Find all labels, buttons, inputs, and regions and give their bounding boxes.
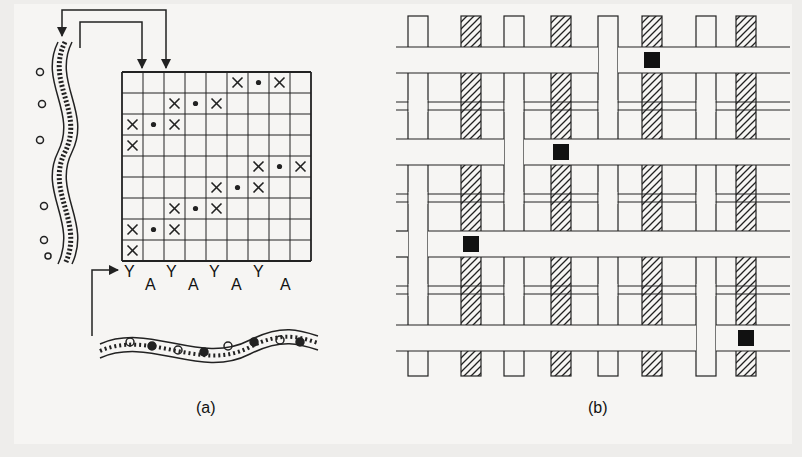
cross-mark xyxy=(170,225,180,235)
grid-line xyxy=(122,71,311,73)
black-square xyxy=(553,144,569,160)
cross-mark xyxy=(128,225,138,235)
column-label: A xyxy=(145,277,156,293)
black-square xyxy=(644,52,660,68)
cross-mark xyxy=(212,183,222,193)
grid-line xyxy=(122,93,311,94)
cross-mark xyxy=(275,78,285,88)
grid-line xyxy=(290,72,291,261)
dot-mark xyxy=(193,206,198,211)
thin-weft-line xyxy=(396,110,790,111)
thin-weft-line xyxy=(396,102,790,103)
weft-yarn xyxy=(428,231,790,257)
page xyxy=(14,4,792,444)
cross-mark xyxy=(170,120,180,130)
thin-weft-line xyxy=(396,194,790,195)
column-label: A xyxy=(188,277,199,293)
column-label: A xyxy=(280,277,291,293)
cross-mark xyxy=(254,162,264,172)
grid-line xyxy=(122,114,311,115)
pointer-arrow xyxy=(62,10,166,336)
dot-mark xyxy=(277,164,282,169)
grid-line xyxy=(206,72,207,261)
cross-mark xyxy=(128,141,138,151)
warp-over-patch xyxy=(505,284,524,296)
warp-over-patch xyxy=(409,284,428,296)
dot-mark xyxy=(235,185,240,190)
grid-line xyxy=(122,240,311,241)
warp-over-patch xyxy=(505,100,524,112)
weft-yarn xyxy=(396,231,408,257)
warp-over-patch xyxy=(505,192,524,204)
column-label: Y xyxy=(253,264,264,280)
grid-line xyxy=(122,135,311,136)
dot-mark xyxy=(193,101,198,106)
weft-yarn xyxy=(618,47,790,73)
column-label: Y xyxy=(166,264,177,280)
warp-over-patch xyxy=(409,100,428,112)
grid-line xyxy=(121,72,123,261)
grid-line xyxy=(143,72,144,261)
warp-over-patch xyxy=(409,192,428,204)
cross-mark xyxy=(233,78,243,88)
weft-yarn xyxy=(396,325,696,351)
grid-line xyxy=(164,72,165,261)
grid-line xyxy=(248,72,249,261)
thin-weft-line xyxy=(396,202,790,203)
grid-line xyxy=(122,156,311,157)
weft-yarn xyxy=(716,325,790,351)
point-paper-grid xyxy=(122,72,311,261)
panel-label: (b) xyxy=(588,400,608,416)
weft-yarn xyxy=(524,139,790,165)
black-square xyxy=(738,330,754,346)
warp-over-patch xyxy=(599,284,618,296)
cross-mark xyxy=(212,99,222,109)
weft-yarn-sketch xyxy=(100,330,318,363)
dot-mark xyxy=(151,122,156,127)
panel-label: (a) xyxy=(196,400,216,416)
column-label: A xyxy=(231,277,242,293)
cross-mark xyxy=(128,246,138,256)
dot-mark xyxy=(151,227,156,232)
warp-over-patch xyxy=(697,284,716,296)
grid-line xyxy=(122,198,311,199)
cross-mark xyxy=(296,162,306,172)
warp-over-patch xyxy=(599,100,618,112)
grid-line xyxy=(227,72,228,261)
black-square xyxy=(463,236,479,252)
warp-over-patch xyxy=(697,192,716,204)
column-label: Y xyxy=(209,264,220,280)
warp-yarn-sketch xyxy=(37,42,78,264)
cross-mark xyxy=(212,204,222,214)
dot-mark xyxy=(256,80,261,85)
warp-over-patch xyxy=(697,100,716,112)
warp-over-patch xyxy=(599,192,618,204)
thin-weft-line xyxy=(396,294,790,295)
weft-yarn xyxy=(396,139,504,165)
cross-mark xyxy=(170,99,180,109)
grid-line xyxy=(269,72,270,261)
column-label: Y xyxy=(124,264,135,280)
plain-warp-yarn xyxy=(598,16,618,376)
thin-weft-line xyxy=(396,286,790,287)
cross-mark xyxy=(128,120,138,130)
grid-line xyxy=(310,72,312,261)
grid-line xyxy=(185,72,186,261)
weft-yarn xyxy=(396,47,598,73)
grid-line xyxy=(122,177,311,178)
cross-mark xyxy=(254,183,264,193)
weave-illustration xyxy=(396,16,790,376)
cross-mark xyxy=(170,204,180,214)
grid-line xyxy=(122,219,311,220)
grid-line xyxy=(122,260,311,262)
